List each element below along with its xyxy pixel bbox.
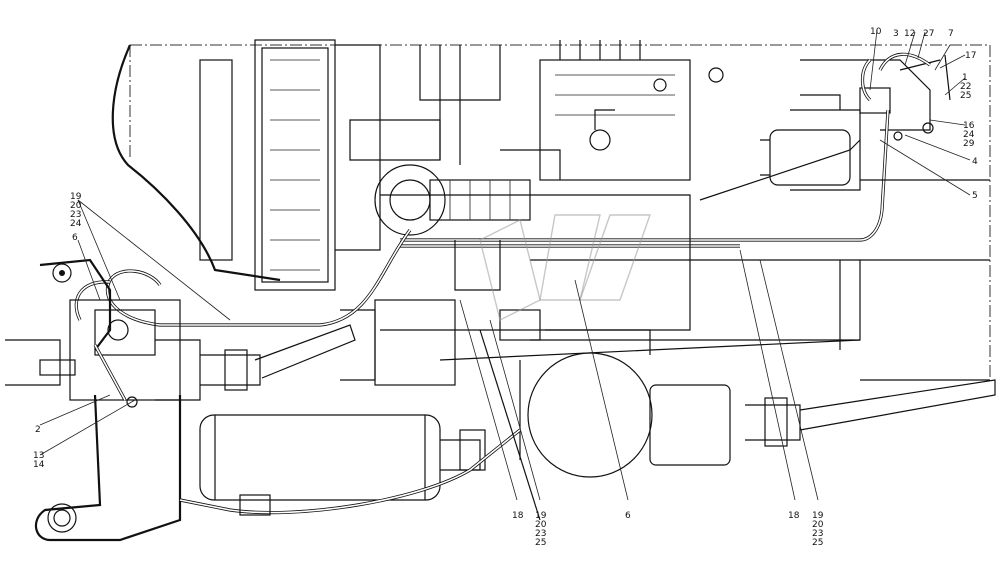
main-hose-run xyxy=(400,109,890,248)
callout-19-left: 19 xyxy=(70,192,82,202)
left-valve-block xyxy=(69,299,201,408)
callout-23-left: 23 xyxy=(70,210,81,220)
starter-motor xyxy=(760,94,861,191)
bottom-frame xyxy=(439,329,861,521)
callout-20-right: 20 xyxy=(812,520,824,530)
callout-7: 7 xyxy=(948,29,954,39)
callout-19-mid: 19 xyxy=(535,511,547,521)
callout-17: 17 xyxy=(965,51,976,61)
cylinder-tank xyxy=(199,414,486,501)
callout-25: 25 xyxy=(960,91,971,101)
callout-3: 3 xyxy=(893,29,899,39)
callout-19-right: 19 xyxy=(812,511,824,521)
watermark xyxy=(479,214,651,322)
callout-25-mid: 25 xyxy=(535,538,546,548)
callout-12: 12 xyxy=(904,29,915,39)
callout-23-mid: 23 xyxy=(535,529,546,539)
callout-20-mid: 20 xyxy=(535,520,547,530)
callout-16: 16 xyxy=(963,121,975,131)
callout-22: 22 xyxy=(960,82,971,92)
callout-1: 1 xyxy=(962,73,968,83)
callout-24: 24 xyxy=(963,130,975,140)
callout-18-mid: 18 xyxy=(512,511,524,521)
callout-13: 13 xyxy=(33,451,44,461)
callout-14: 14 xyxy=(33,460,45,470)
round-tank xyxy=(519,329,731,478)
left-hose-loop xyxy=(74,229,412,327)
valve-bracket xyxy=(800,52,951,141)
cardan-shaft-left xyxy=(200,324,356,391)
coupling-assembly xyxy=(374,164,531,236)
callout-27: 27 xyxy=(923,29,934,39)
flywheel-housing xyxy=(111,39,501,291)
callout-23-right: 23 xyxy=(812,529,823,539)
callout-18-right: 18 xyxy=(788,511,800,521)
callout-4: 4 xyxy=(972,157,978,167)
injection-pump xyxy=(500,40,724,181)
gearbox-housing xyxy=(340,240,541,386)
callout-6-left: 6 xyxy=(72,233,78,243)
callout-24-left: 24 xyxy=(70,219,82,229)
leader-lines xyxy=(39,29,971,501)
callout-29: 29 xyxy=(963,139,975,149)
callout-10: 10 xyxy=(870,27,882,37)
frame-rails xyxy=(380,139,990,381)
callout-2: 2 xyxy=(35,425,41,435)
front-mount xyxy=(5,258,182,542)
callout-labels: 1 22 25 7 17 27 12 3 10 16 24 29 4 5 19 … xyxy=(33,27,978,548)
callout-6-mid: 6 xyxy=(625,511,631,521)
callout-25-right: 25 xyxy=(812,538,823,548)
callout-5: 5 xyxy=(972,191,978,201)
frame-outline xyxy=(129,44,991,380)
bottom-hose xyxy=(179,428,521,516)
cardan-shaft-right xyxy=(745,379,996,447)
callout-20-left: 20 xyxy=(70,201,82,211)
